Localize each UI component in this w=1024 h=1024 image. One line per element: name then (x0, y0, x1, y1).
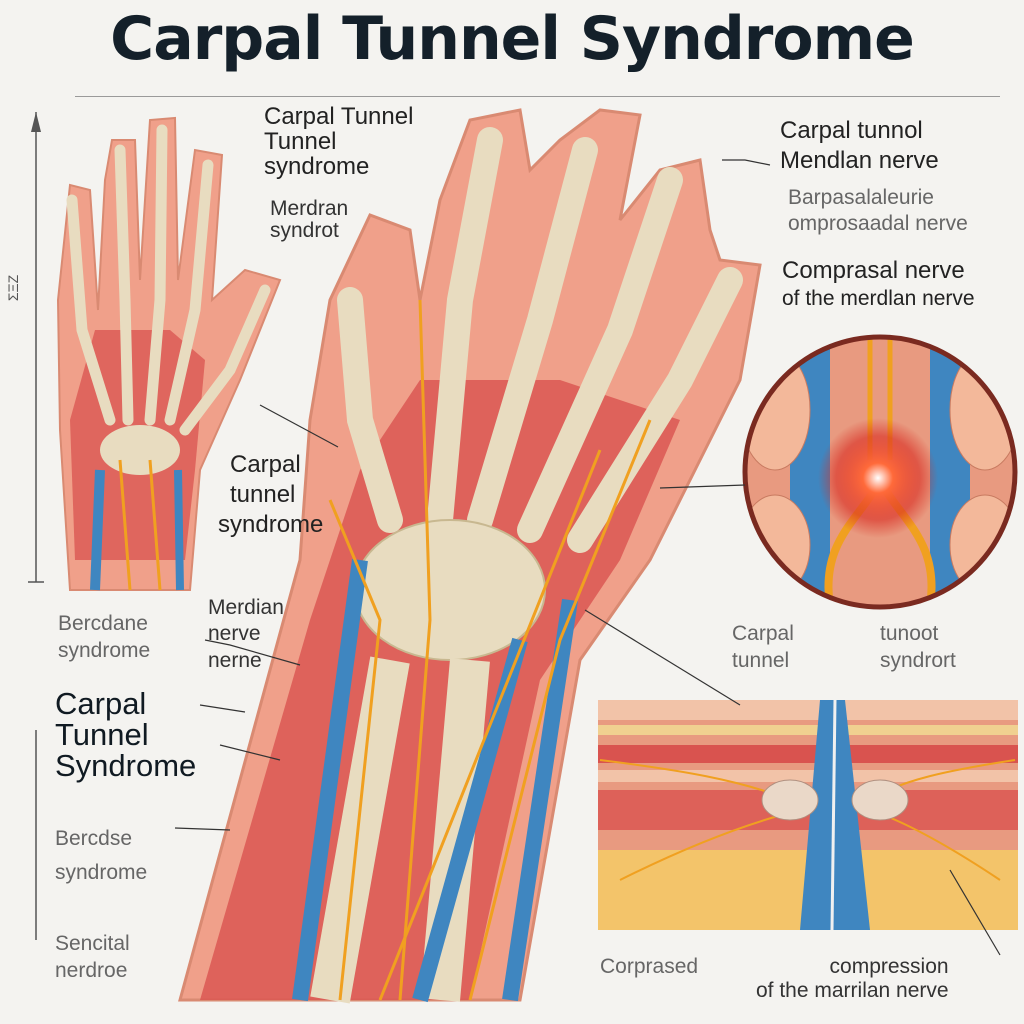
leader-lines (174, 159, 1001, 956)
small-hand-illustration (56, 116, 282, 591)
scale-label: ΣΞΖ (5, 274, 22, 302)
scale-bar (28, 112, 44, 940)
title-divider (75, 96, 1000, 97)
cross-section-illustration (598, 700, 1018, 930)
main-hand-illustration (178, 108, 762, 1004)
label-corprased: Corprased (600, 955, 699, 978)
page-title: Carpal Tunnel Syndrome (110, 4, 915, 74)
nerve-compression-inset (742, 334, 1018, 610)
